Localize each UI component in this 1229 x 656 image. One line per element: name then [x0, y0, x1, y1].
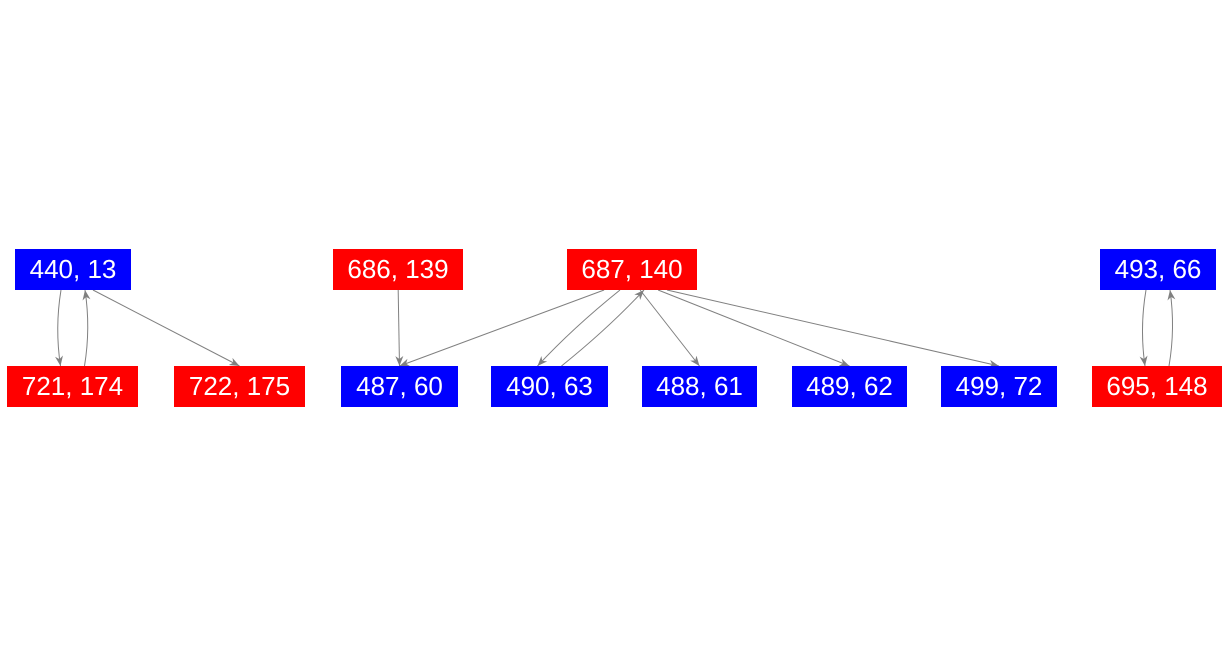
- edge-arrow: [666, 289, 1000, 368]
- graph-node[interactable]: 487, 60: [341, 366, 458, 407]
- edge-arrow: [55, 289, 63, 367]
- graph-node[interactable]: 489, 62: [792, 366, 907, 407]
- edge-arrow: [92, 289, 240, 367]
- edge-arrow: [395, 289, 404, 367]
- graph-node[interactable]: 721, 174: [7, 366, 138, 407]
- graph-node[interactable]: 488, 61: [642, 366, 757, 407]
- graph-node[interactable]: 490, 63: [491, 366, 608, 407]
- edge-arrow: [537, 289, 621, 367]
- edge-arrow: [639, 289, 700, 367]
- graph-node[interactable]: 686, 139: [333, 249, 463, 290]
- edge-arrow: [657, 289, 850, 367]
- edge-arrow: [561, 289, 645, 367]
- graph-node[interactable]: 687, 140: [567, 249, 697, 290]
- graph-node[interactable]: 695, 148: [1092, 366, 1222, 407]
- graph-node[interactable]: 499, 72: [941, 366, 1057, 407]
- edge-arrow: [399, 289, 605, 367]
- graph-node[interactable]: 440, 13: [15, 249, 131, 290]
- edge-arrow: [82, 289, 91, 367]
- edge-arrow: [1139, 289, 1148, 367]
- edge-arrow: [1167, 289, 1176, 367]
- graph-node[interactable]: 722, 175: [174, 366, 305, 407]
- graph-node[interactable]: 493, 66: [1100, 249, 1216, 290]
